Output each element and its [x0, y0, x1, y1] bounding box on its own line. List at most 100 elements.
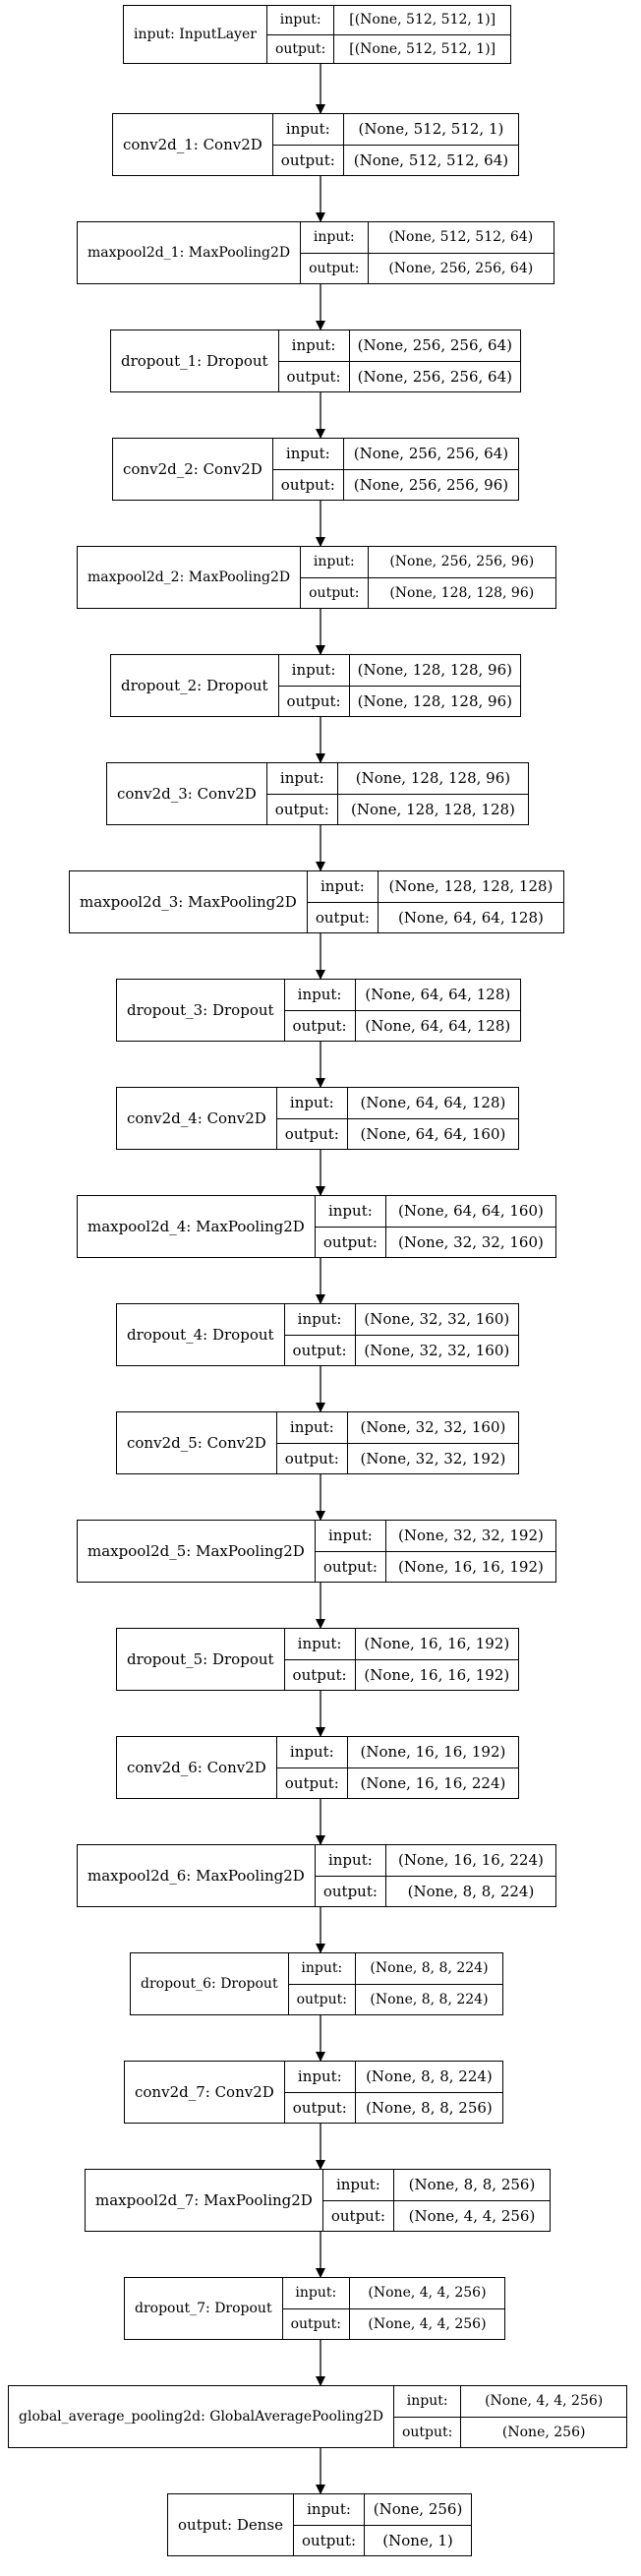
output-label: output:: [322, 2199, 393, 2232]
input-shape: (None, 4, 4, 256): [485, 2393, 604, 2410]
shape-values: (None, 256, 256, 64)(None, 256, 256, 96): [343, 439, 518, 500]
output-label: output:: [288, 1983, 355, 2015]
layer-name: input: InputLayer: [124, 6, 267, 63]
output-label: output:: [293, 2524, 365, 2556]
io-labels: input:output:: [276, 1737, 348, 1799]
io-labels: input: output:: [272, 439, 344, 501]
io-labels: input: output:: [315, 1845, 386, 1907]
output-shape: (None, 1): [365, 2524, 471, 2556]
output-shape: (None, 128, 128, 96): [349, 685, 520, 717]
input-shape: (None, 16, 16, 224): [398, 1851, 544, 1870]
shape-values: (None, 16, 16, 192)(None, 16, 16, 192): [355, 1629, 518, 1691]
io-labels: input:output:: [307, 871, 379, 932]
output-shape: (None, 256): [461, 2416, 626, 2448]
input-shape: (None, 32, 32, 160): [360, 1418, 506, 1437]
layer-node: output: Dense input: output:(None, 256)(No…: [167, 2493, 472, 2556]
output-shape: (None, 64, 64, 128): [355, 1009, 520, 1042]
io-labels: input: output:: [266, 763, 338, 825]
layer-name: maxpool2d_5: MaxPooling2D: [78, 1521, 316, 1582]
output-label: output:: [301, 576, 368, 609]
output-label: output:: [278, 360, 349, 392]
input-shape: (None, 16, 16, 192): [360, 1743, 506, 1762]
shape-values: (None, 64, 64, 160)(None, 32, 32, 160): [385, 1196, 555, 1257]
output-shape: (None, 256, 256, 64): [368, 252, 554, 284]
input-label: input:: [327, 1202, 373, 1221]
output-shape: (None, 32, 32, 160): [355, 1334, 518, 1366]
shape-values: (None, 64, 64, 128) (None, 64, 64, 128): [355, 980, 520, 1042]
shape-values: (None, 256, 256, 96)(None, 128, 128, 96): [368, 547, 555, 608]
shape-values: (None, 8, 8, 224)(None, 8, 8, 256): [355, 2062, 502, 2123]
output-label: output:: [272, 144, 343, 176]
io-labels: input:output:: [278, 330, 350, 392]
output-label: output:: [278, 685, 349, 717]
input-shape: (None, 64, 64, 128): [365, 986, 511, 1004]
output-label: output:: [315, 1226, 385, 1258]
output-shape: (None, 128, 128, 128): [337, 793, 528, 825]
output-shape: (None, 512, 512, 64): [343, 144, 518, 176]
layer-name: conv2d_3: Conv2D: [107, 763, 267, 824]
input-label: input:: [320, 877, 365, 896]
layer-name: maxpool2d_7: MaxPooling2D: [86, 2170, 323, 2231]
input-label: input:: [297, 986, 342, 1004]
input-label: input:: [285, 120, 330, 139]
layer-name: maxpool2d_1: MaxPooling2D: [78, 222, 302, 283]
output-label: output:: [284, 2091, 355, 2124]
input-label: input:: [297, 2067, 342, 2086]
input-shape: (None, 32, 32, 160): [364, 1310, 510, 1329]
input-shape: (None, 8, 8, 256): [408, 2176, 536, 2194]
input-label: input:: [327, 1527, 373, 1545]
io-labels: input: output:: [272, 114, 344, 176]
input-shape: (None, 128, 128, 96): [355, 769, 511, 788]
io-labels: input:output:: [393, 2386, 462, 2447]
input-label: input:: [301, 1960, 343, 1977]
io-labels: input:output:: [278, 655, 350, 717]
output-label: output:: [282, 2307, 349, 2340]
io-labels: input:output:: [276, 1088, 348, 1149]
output-label: output:: [284, 1009, 355, 1042]
input-shape: (None, 8, 8, 224): [370, 1960, 489, 1977]
output-shape: (None, 16, 16, 192): [355, 1658, 518, 1691]
output-label: output:: [315, 1875, 385, 1907]
output-label: output:: [276, 1767, 347, 1799]
input-label: input:: [313, 229, 355, 246]
io-labels: input:output:: [284, 1629, 356, 1691]
output-label: output:: [284, 1658, 355, 1691]
output-shape: (None, 64, 64, 160): [347, 1117, 518, 1150]
output-shape: (None, 8, 8, 224): [385, 1875, 555, 1907]
shape-values: (None, 512, 512, 1)(None, 512, 512, 64): [343, 114, 518, 176]
input-shape: (None, 256, 256, 64): [353, 445, 509, 463]
output-label: output:: [272, 468, 343, 501]
shape-values: (None, 64, 64, 128) (None, 64, 64, 160): [347, 1088, 518, 1150]
output-label: output:: [284, 1334, 355, 1366]
input-label: input:: [307, 2500, 351, 2519]
input-shape: (None, 128, 128, 96): [357, 661, 512, 680]
output-label: output:: [266, 793, 337, 825]
io-labels: input:output:: [266, 6, 335, 63]
shape-values: (None, 128, 128, 128)(None, 64, 64, 128): [378, 871, 563, 932]
shape-values: (None, 8, 8, 224)(None, 8, 8, 224): [355, 1953, 502, 2014]
input-label: input:: [279, 769, 324, 788]
shape-values: (None, 128, 128, 96) (None, 128, 128, 128…: [337, 763, 528, 825]
input-label: input:: [406, 2393, 448, 2410]
layer-name: output: Dense: [168, 2494, 294, 2555]
shape-values: (None, 512, 512, 64)(None, 256, 256, 64): [368, 222, 554, 284]
input-label: input:: [285, 445, 330, 463]
shape-values: (None, 256)(None, 1): [365, 2494, 471, 2555]
input-shape: (None, 64, 64, 128): [360, 1094, 506, 1112]
shape-values: (None, 32, 32, 160)(None, 32, 32, 192): [347, 1412, 518, 1473]
input-shape: (None, 256, 256, 96): [389, 554, 535, 570]
input-label: input:: [327, 1851, 373, 1870]
output-shape: (None, 4, 4, 256): [349, 2307, 504, 2340]
